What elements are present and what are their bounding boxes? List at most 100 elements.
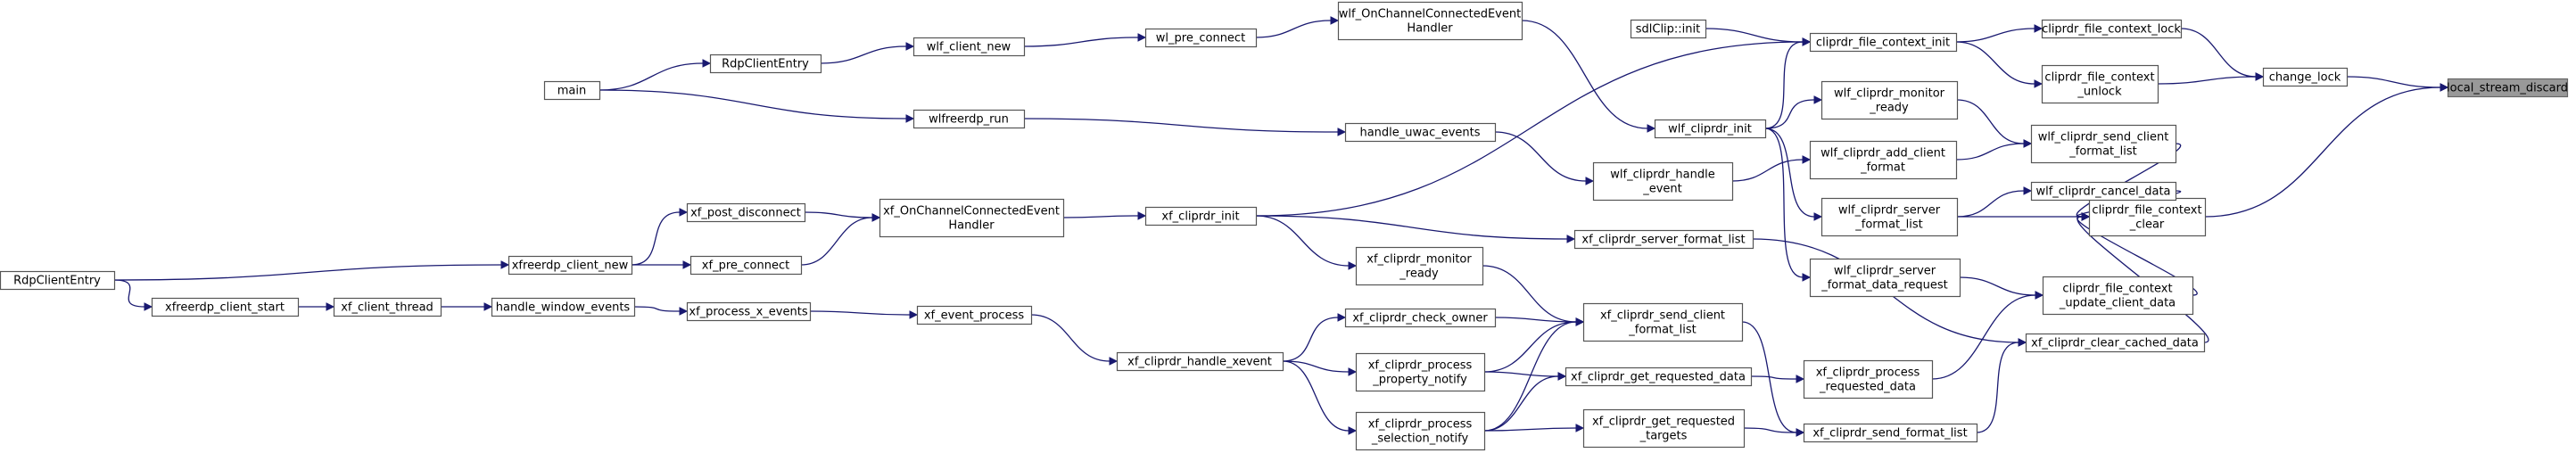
node-box xyxy=(2025,333,2206,353)
node-label: main xyxy=(557,85,586,98)
edge-line xyxy=(633,306,681,312)
node-sdlClip-init[interactable]: sdlClip::init xyxy=(1630,19,1707,39)
edge-sdlClip_init-to-cliprdr_file_context_init xyxy=(1705,28,1812,46)
node-cliprdr-file-context-lock[interactable]: cliprdr_file_context_lock xyxy=(2041,19,2183,39)
node-label: wlf_cliprdr_server xyxy=(1834,265,1936,278)
node-xf-event-process[interactable]: xf_event_process xyxy=(916,305,1033,325)
edge-xf_cliprdr_monitor_ready-to-xf_cliprdr_send_client_format_list xyxy=(1482,265,1585,326)
node-handle-window-events[interactable]: handle_window_events xyxy=(491,297,636,317)
node-wlf-cliprdr-monitor-ready[interactable]: wlf_cliprdr_monitor_ready xyxy=(1821,80,1959,120)
node-xf-pre-connect[interactable]: xf_pre_connect xyxy=(689,255,803,276)
node-wlf-cliprdr-server-format-list[interactable]: wlf_cliprdr_server_format_list xyxy=(1821,197,1959,237)
edge-line xyxy=(2204,86,2441,218)
node-label: xfreerdp_client_start xyxy=(165,301,285,315)
edge-arrowhead xyxy=(2255,72,2265,81)
edge-xf_pre_connect-to-xf_OnChannelConnectedEventHandler xyxy=(800,213,881,266)
edge-xfreerdp_client_start-to-xf_client_thread xyxy=(297,302,335,311)
edge-line xyxy=(1955,41,2035,85)
node-xf-cliprdr-process-requested-data[interactable]: xf_cliprdr_process_requested_data xyxy=(1803,359,1934,399)
node-main[interactable]: main xyxy=(543,80,601,101)
edge-change_lock-to-local_stream_discard xyxy=(2346,76,2449,92)
node-label: cliprdr_file_context xyxy=(2044,71,2154,85)
node-box xyxy=(912,109,1026,129)
node-cliprdr-file-context-update-client-data[interactable]: cliprdr_file_context_update_client_data xyxy=(2042,276,2194,316)
edge-line xyxy=(1750,375,1797,380)
node-label: xf_post_disconnect xyxy=(690,207,801,220)
node-box xyxy=(1344,308,1497,328)
node-handle-uwac-events[interactable]: handle_uwac_events xyxy=(1344,122,1497,143)
node-label: _format_list xyxy=(2068,145,2136,159)
node-label: RdpClientEntry xyxy=(722,58,809,71)
node-xf-cliprdr-check-owner[interactable]: xf_cliprdr_check_owner xyxy=(1344,308,1497,328)
node-cliprdr-file-context-init[interactable]: cliprdr_file_context_init xyxy=(1809,32,1958,53)
edge-arrowhead xyxy=(1802,155,1812,164)
edge-arrowhead xyxy=(2035,291,2044,300)
node-box xyxy=(2447,78,2569,98)
edge-xf_cliprdr_handle_xevent-to-xf_cliprdr_process_property_notify xyxy=(1282,360,1358,376)
node-wlf-cliprdr-server-format-data-request[interactable]: wlf_cliprdr_server_format_data_request xyxy=(1809,258,1961,298)
node-box xyxy=(1582,408,1746,449)
node-box xyxy=(1144,28,1258,48)
node-label: xf_cliprdr_check_owner xyxy=(1352,312,1488,325)
edge-arrowhead xyxy=(1802,273,1812,282)
edge-arrowhead xyxy=(1337,128,1347,136)
node-xf-cliprdr-clear-cached-data[interactable]: xf_cliprdr_clear_cached_data xyxy=(2025,333,2206,353)
node-xf-post-disconnect[interactable]: xf_post_disconnect xyxy=(686,202,806,223)
edge-cliprdr_file_context_lock-to-change_lock xyxy=(2180,28,2265,81)
edge-arrowhead xyxy=(1109,357,1119,366)
node-wlf-cliprdr-cancel-data[interactable]: wlf_cliprdr_cancel_data xyxy=(2030,181,2177,202)
node-xf-cliprdr-get-requested-data[interactable]: xf_cliprdr_get_requested_data xyxy=(1565,367,1753,387)
node-box xyxy=(1654,119,1767,139)
edge-line xyxy=(800,217,873,266)
node-change-lock[interactable]: change_lock xyxy=(2262,67,2349,87)
node-wlfreerdp-run[interactable]: wlfreerdp_run xyxy=(912,109,1026,129)
node-xf-cliprdr-init[interactable]: xf_cliprdr_init xyxy=(1144,206,1258,226)
edge-arrowhead xyxy=(702,59,712,68)
edge-line xyxy=(1282,317,1339,362)
node-box xyxy=(1355,352,1486,392)
node-label: wlf_cliprdr_add_client xyxy=(1821,147,1945,161)
node-box xyxy=(1573,229,1754,250)
node-wl-pre-connect[interactable]: wl_pre_connect xyxy=(1144,28,1258,48)
node-wlf-client-new[interactable]: wlf_client_new xyxy=(912,37,1026,57)
node-xf-cliprdr-monitor-ready[interactable]: xf_cliprdr_monitor_ready xyxy=(1355,246,1484,286)
node-xf-cliprdr-handle-xevent[interactable]: xf_cliprdr_handle_xevent xyxy=(1116,351,1284,372)
node-xf-cliprdr-send-client-format-list[interactable]: xf_cliprdr_send_client_format_list xyxy=(1582,302,1744,342)
node-local-stream-discard[interactable]: local_stream_discard xyxy=(2447,78,2569,98)
node-label: Handler xyxy=(1407,22,1453,36)
node-wlf-cliprdr-init[interactable]: wlf_cliprdr_init xyxy=(1654,119,1767,139)
node-xf-cliprdr-get-requested-targets[interactable]: xf_cliprdr_get_requested_targets xyxy=(1582,408,1746,449)
node-label: wlf_cliprdr_init xyxy=(1668,123,1752,136)
node-wlf-cliprdr-add-client-format[interactable]: wlf_cliprdr_add_client_format xyxy=(1809,140,1958,180)
node-xf-cliprdr-server-format-list[interactable]: xf_cliprdr_server_format_list xyxy=(1573,229,1754,250)
edge-arrowhead xyxy=(871,213,881,222)
node-box xyxy=(686,301,812,322)
node-xf-cliprdr-send-format-list[interactable]: xf_cliprdr_send_format_list xyxy=(1803,423,1978,443)
node-wlf-cliprdr-send-client-format-list[interactable]: wlf_cliprdr_send_client_format_list xyxy=(2030,124,2177,164)
edge-wlf_cliprdr_monitor_ready-to-wlf_cliprdr_send_client_format_list xyxy=(1956,99,2033,148)
node-RdpClientEntry-xf[interactable]: RdpClientEntry xyxy=(0,270,116,291)
node-cliprdr-file-context-unlock[interactable]: cliprdr_file_context_unlock xyxy=(2041,64,2159,104)
edge-line xyxy=(1705,28,1804,43)
node-cliprdr-file-context-clear[interactable]: cliprdr_file_context_clear xyxy=(2088,197,2207,237)
node-xf-client-thread[interactable]: xf_client_thread xyxy=(333,297,442,317)
node-xf-process-x-events[interactable]: xf_process_x_events xyxy=(686,301,812,322)
node-label: cliprdr_file_context_init xyxy=(1816,37,1950,50)
edge-xf_cliprdr_get_requested_targets-to-xf_cliprdr_send_format_list xyxy=(1743,427,1805,437)
node-RdpClientEntry-wl[interactable]: RdpClientEntry xyxy=(709,54,822,74)
node-label: wlf_cliprdr_server xyxy=(1838,204,1941,218)
edge-arrowhead xyxy=(1813,95,1823,104)
edge-arrowhead xyxy=(1348,426,1358,435)
edge-xf_cliprdr_process_selection_notify-to-xf_cliprdr_get_requested_data xyxy=(1483,372,1567,432)
node-xf-cliprdr-process-selection-notify[interactable]: xf_cliprdr_process_selection_notify xyxy=(1355,411,1486,451)
node-wlf-cliprdr-handle-event[interactable]: wlf_cliprdr_handle_event xyxy=(1592,161,1734,202)
node-xfreerdp-client-new[interactable]: xfreerdp_client_new xyxy=(508,255,633,276)
node-xf-cliprdr-process-property-notify[interactable]: xf_cliprdr_process_property_notify xyxy=(1355,352,1486,392)
edge-line xyxy=(599,89,907,119)
edge-arrowhead xyxy=(1575,424,1585,432)
node-label: xf_cliprdr_process xyxy=(1368,418,1473,432)
node-xfreerdp-client-start[interactable]: xfreerdp_client_start xyxy=(151,297,300,317)
